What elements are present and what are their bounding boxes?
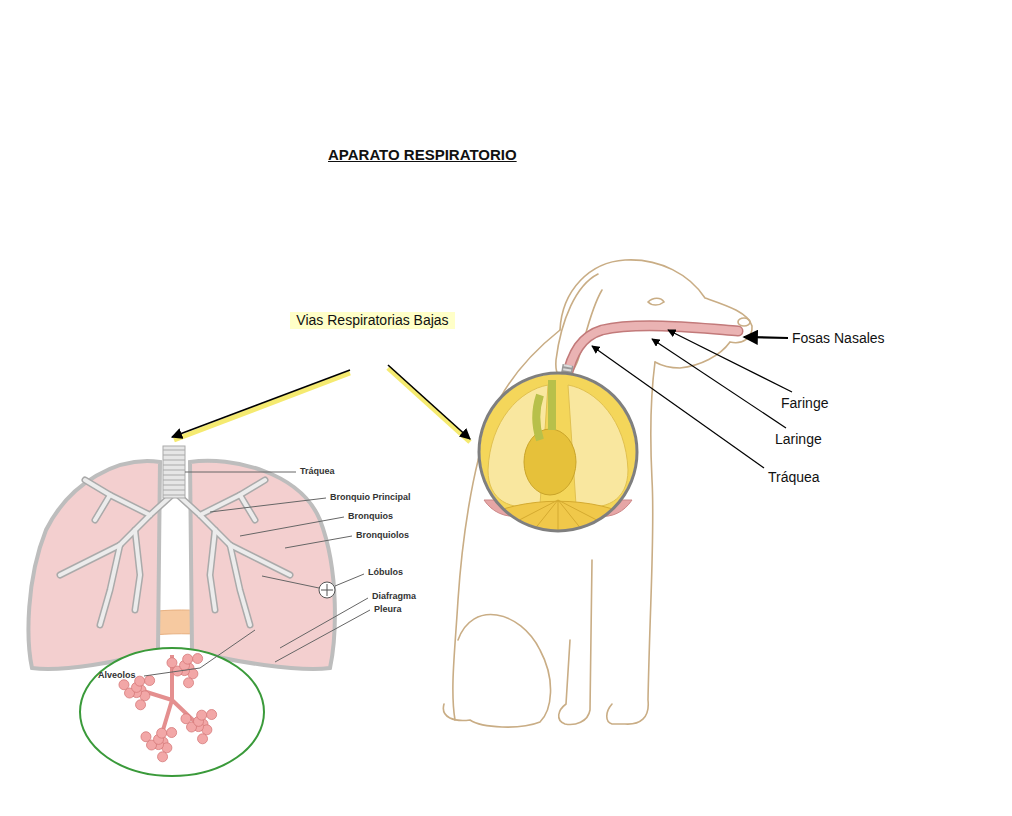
part-label: Tráquea	[300, 466, 335, 477]
leader-arrow	[172, 370, 350, 437]
bronchus	[135, 530, 140, 610]
alveolus	[181, 714, 191, 724]
leader-arrow	[668, 330, 792, 392]
part-label: Bronquios	[348, 511, 393, 522]
bronchus	[60, 545, 120, 575]
leader-line	[185, 472, 296, 473]
dog-arrows	[592, 330, 792, 468]
alveolus	[167, 728, 177, 738]
alveoli-circle	[80, 648, 264, 776]
bronchus-outline	[135, 530, 140, 610]
bronchus-outline	[230, 545, 250, 625]
alveolus	[193, 654, 203, 664]
trachea-ring	[163, 480, 185, 481]
leader-arrow	[744, 337, 788, 338]
alveolus	[157, 728, 167, 738]
right-lung	[190, 461, 335, 669]
leader-line	[275, 610, 370, 662]
vias-arrows	[172, 365, 470, 442]
part-label: Bronquio Principal	[330, 492, 411, 503]
part-label: Pleura	[374, 604, 402, 615]
leader-line	[210, 498, 326, 512]
alveolus	[158, 752, 168, 762]
leader-line	[285, 536, 352, 548]
chest-illustration	[478, 372, 638, 540]
heart	[524, 429, 576, 495]
bronchus	[230, 545, 290, 575]
dog-eye	[648, 298, 664, 305]
lobule-grid	[321, 584, 333, 596]
trachea	[163, 446, 185, 498]
trachea-ring	[163, 495, 185, 496]
dog-ear	[556, 274, 602, 378]
part-label: Fosas Nasales	[792, 330, 885, 347]
dog-nose	[738, 318, 750, 326]
leader-lines	[144, 472, 370, 676]
trachea-ring	[163, 475, 185, 476]
leader-line	[240, 517, 344, 536]
bronchus-outline	[210, 530, 215, 610]
trachea-ring	[163, 485, 185, 486]
part-label: Diafragma	[372, 591, 416, 602]
alveolus	[198, 734, 208, 744]
trachea-rings	[163, 450, 185, 495]
bronchus-outline	[85, 480, 150, 515]
leader-arrow	[388, 365, 470, 439]
dog-head	[560, 260, 752, 368]
arrow-highlight	[388, 368, 470, 442]
trachea-ring	[163, 460, 185, 461]
bronchus	[230, 545, 250, 625]
part-label: Vias Respiratorias Bajas	[290, 312, 455, 329]
bronchus	[210, 530, 215, 610]
bronchus	[85, 480, 150, 515]
alveolus	[183, 654, 193, 664]
leader-line	[144, 630, 255, 676]
arrow-highlight	[174, 373, 350, 440]
bronchi	[60, 480, 290, 625]
dog-outline	[443, 260, 752, 727]
trachea-ring	[163, 490, 185, 491]
leader-arrow	[592, 346, 764, 468]
nasal-passage-outline	[566, 326, 738, 380]
trachea-ring	[163, 470, 185, 471]
chest-circle	[479, 373, 637, 531]
nasal-passage	[566, 326, 738, 380]
lobule-icon	[319, 582, 335, 598]
part-label: Laringe	[775, 431, 822, 448]
lungs-illustration	[29, 446, 335, 776]
alveolus	[184, 678, 194, 688]
leader-arrow	[652, 339, 786, 428]
part-label: Alveolos	[98, 670, 136, 681]
left-lung	[29, 461, 160, 669]
bronchus	[95, 495, 110, 520]
alveolus	[197, 710, 207, 720]
bronchus-outline	[95, 495, 110, 520]
bronchus	[100, 545, 120, 625]
part-label: Lóbulos	[368, 567, 403, 578]
part-label: Bronquiolos	[356, 530, 409, 541]
vessels	[536, 380, 552, 440]
alveolus	[145, 676, 155, 686]
leader-line	[262, 574, 364, 588]
trachea-ring	[163, 465, 185, 466]
alveoli-clusters	[119, 654, 217, 762]
lobule-circle	[319, 582, 335, 598]
trachea-ring	[163, 450, 185, 451]
alveolus	[119, 680, 129, 690]
dog-hind-leg	[443, 615, 550, 728]
alveolus	[135, 676, 145, 686]
title: APARATO RESPIRATORIO	[328, 146, 517, 164]
alveolus	[136, 700, 146, 710]
dog-front-leg	[559, 560, 592, 724]
leader-line	[280, 598, 368, 648]
bronchus-outline	[100, 545, 120, 625]
alveolus	[207, 710, 217, 720]
trachea-ring	[163, 455, 185, 456]
alveolus	[167, 658, 177, 668]
alveolus	[141, 732, 151, 742]
part-label: Faringe	[781, 395, 828, 412]
part-label: Tráquea	[768, 469, 820, 486]
